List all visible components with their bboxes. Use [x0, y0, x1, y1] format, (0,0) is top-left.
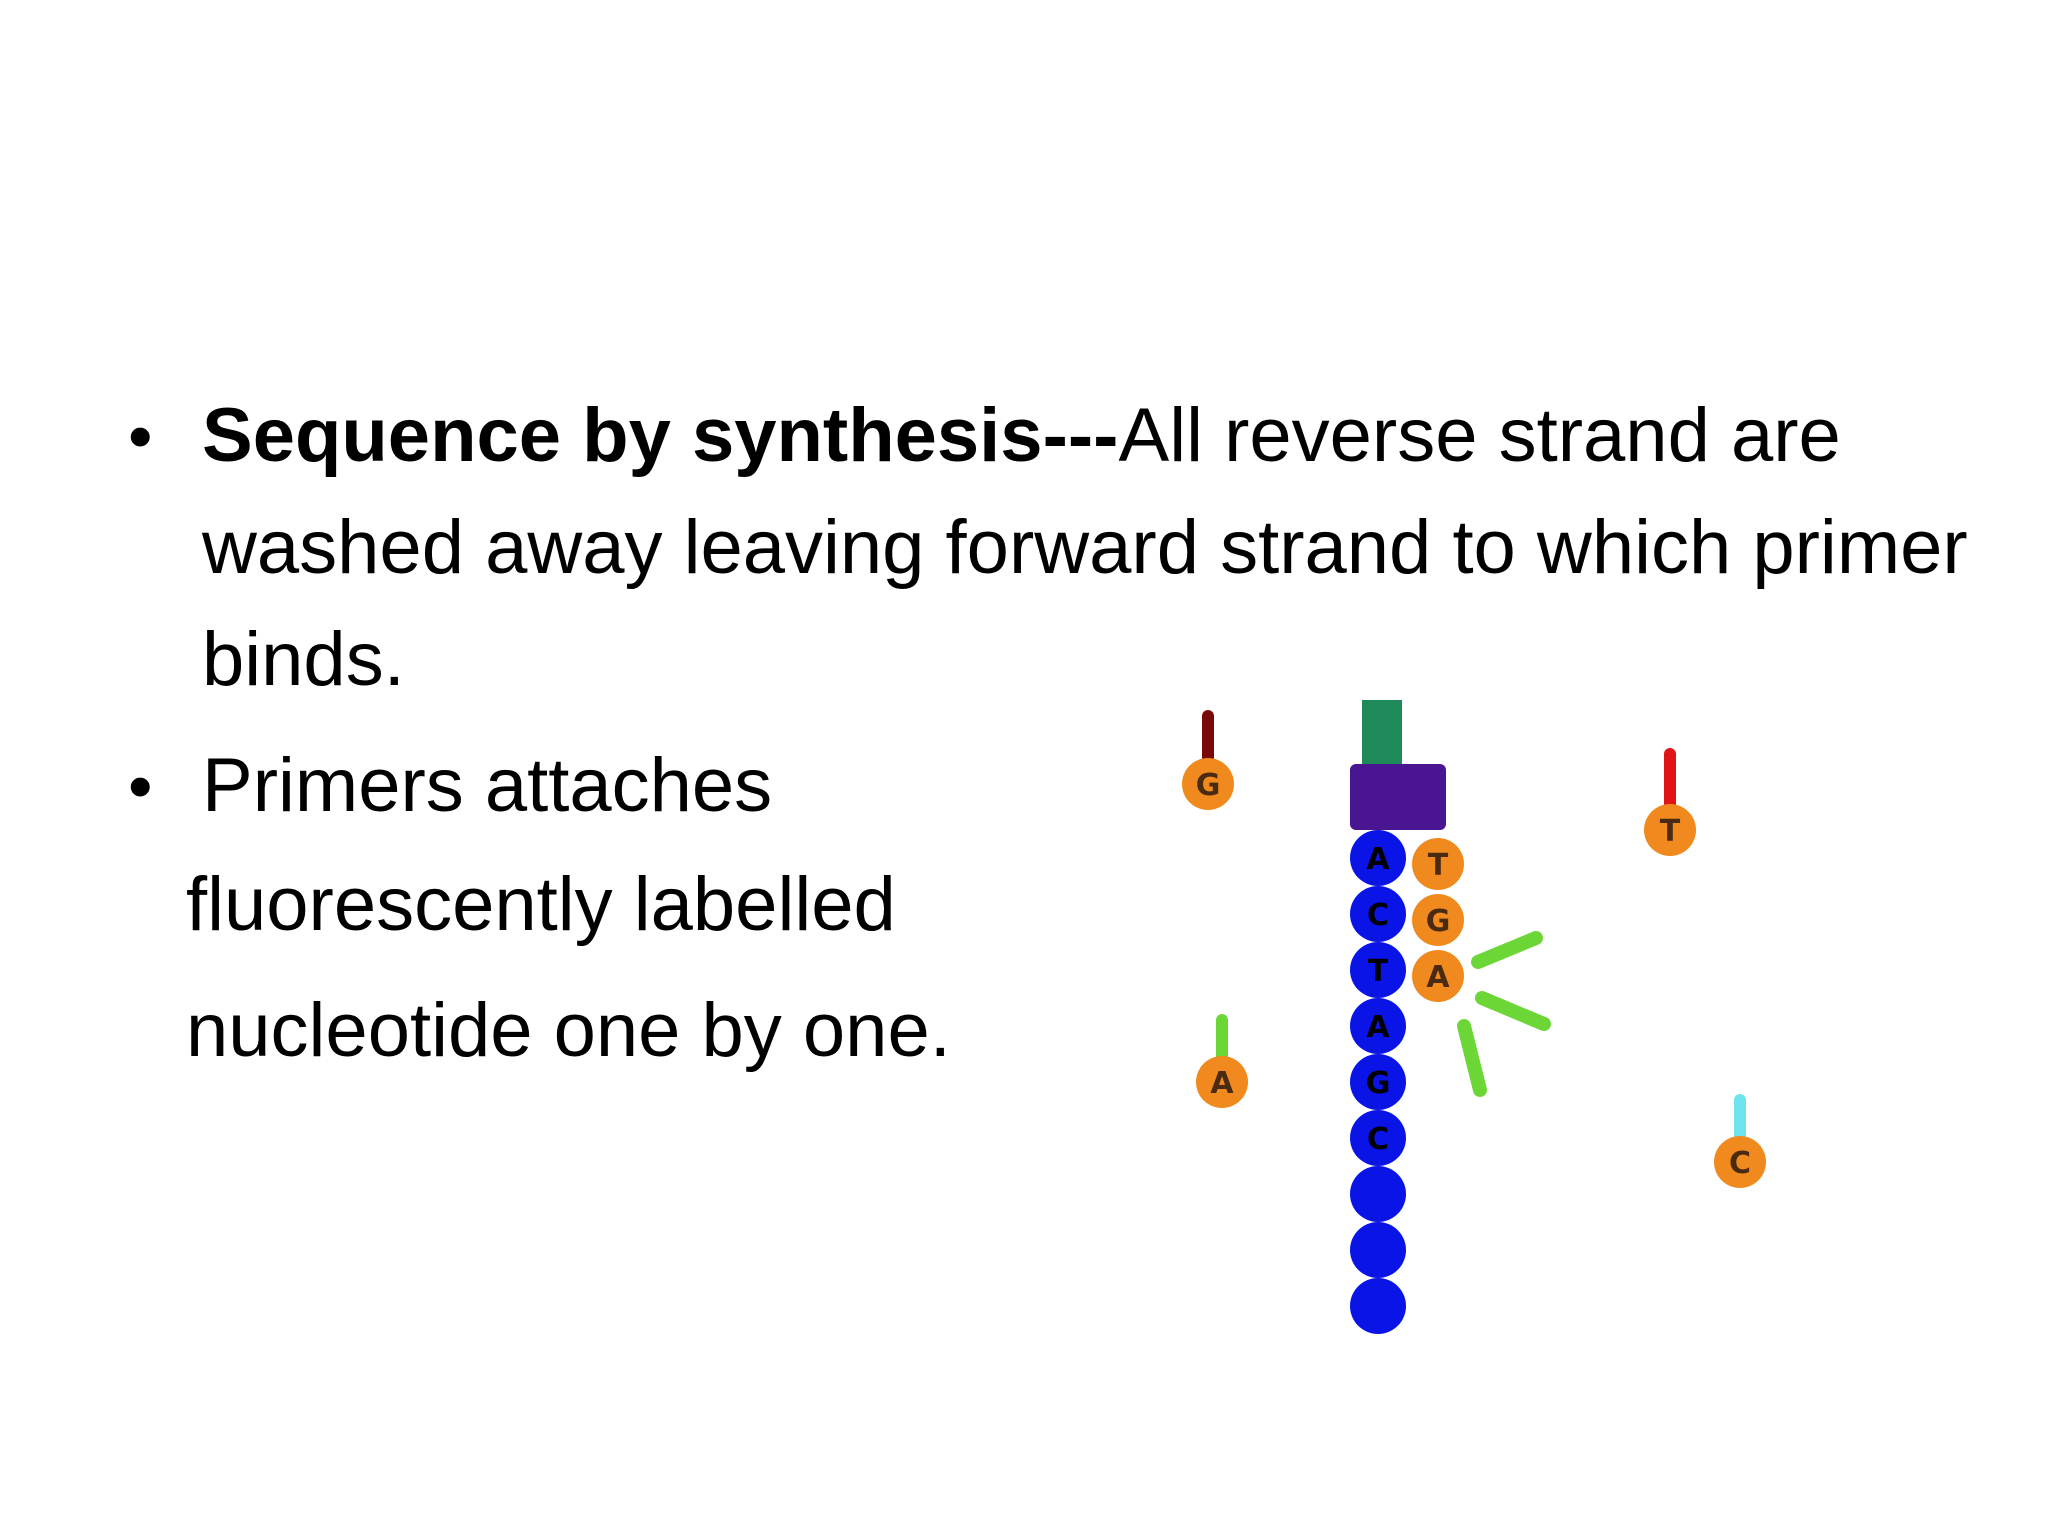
- continuation-line-1: fluorescently labelled: [186, 862, 896, 947]
- template-bead: [1350, 886, 1406, 942]
- bullet-item-2: • Primers attaches: [120, 730, 1970, 842]
- nucleotide-letter: G: [1196, 768, 1221, 803]
- free-nucleotide-c: C: [1714, 1094, 1766, 1188]
- bullet-marker: •: [128, 397, 153, 475]
- anchor-green-block: [1362, 700, 1402, 766]
- template-bead: [1350, 830, 1406, 886]
- template-letter: A: [1366, 842, 1390, 877]
- template-bead: [1350, 998, 1406, 1054]
- fluorescence-ray: [1471, 931, 1543, 969]
- template-letter: C: [1367, 898, 1389, 933]
- primer-letter: A: [1426, 960, 1450, 995]
- nucleotide-letter: C: [1729, 1146, 1751, 1181]
- bullet-2-text: Primers attaches: [202, 743, 773, 828]
- primer-nucleotide: [1412, 950, 1464, 1002]
- free-nucleotide-g: G: [1182, 710, 1234, 810]
- template-letter: T: [1368, 954, 1389, 989]
- template-bead: [1350, 1110, 1406, 1166]
- template-letter: A: [1366, 1010, 1390, 1045]
- template-letter: G: [1366, 1066, 1391, 1101]
- template-bead: [1350, 1166, 1406, 1222]
- primer-letter: T: [1428, 848, 1449, 883]
- slide-text: • Sequence by synthesis---All reverse st…: [120, 380, 1970, 1094]
- bullet-marker: •: [128, 747, 153, 825]
- template-letter: C: [1367, 1122, 1389, 1157]
- nucleotide-bead: [1182, 758, 1234, 810]
- fluorescence-ray: [1475, 991, 1551, 1031]
- nucleotide-letter: A: [1210, 1066, 1234, 1101]
- primer-letter: G: [1426, 904, 1451, 939]
- fluorescence-ray: [1457, 1019, 1487, 1097]
- free-nucleotide-t: T: [1644, 748, 1696, 856]
- template-strand: A C T A G C: [1350, 830, 1406, 1334]
- nucleotide-bead: [1644, 804, 1696, 856]
- primer-strand: T G A: [1412, 838, 1464, 1002]
- anchor-purple-block: [1350, 764, 1446, 830]
- template-bead: [1350, 1222, 1406, 1278]
- fluorescence-burst: [1457, 931, 1551, 1097]
- bullet-1-bold-heading: Sequence by synthesis---: [202, 393, 1119, 478]
- primer-nucleotide: [1412, 894, 1464, 946]
- primer-nucleotide: [1412, 838, 1464, 890]
- nucleotide-bead: [1714, 1136, 1766, 1188]
- free-nucleotide-a: A: [1196, 1014, 1248, 1108]
- nucleotide-bead: [1196, 1056, 1248, 1108]
- template-bead: [1350, 942, 1406, 998]
- bullet-1-text: All reverse strand are washed away leavi…: [202, 393, 1968, 702]
- bullet-item-1: • Sequence by synthesis---All reverse st…: [120, 380, 1970, 716]
- continuation-line-2: nucleotide one by one.: [186, 988, 951, 1073]
- sequencing-diagram: A C T A G C T G A: [1150, 680, 1850, 1400]
- nucleotide-letter: T: [1660, 814, 1681, 849]
- template-bead: [1350, 1054, 1406, 1110]
- sequencing-diagram-svg: A C T A G C T G A: [1182, 700, 1766, 1334]
- template-bead: [1350, 1278, 1406, 1334]
